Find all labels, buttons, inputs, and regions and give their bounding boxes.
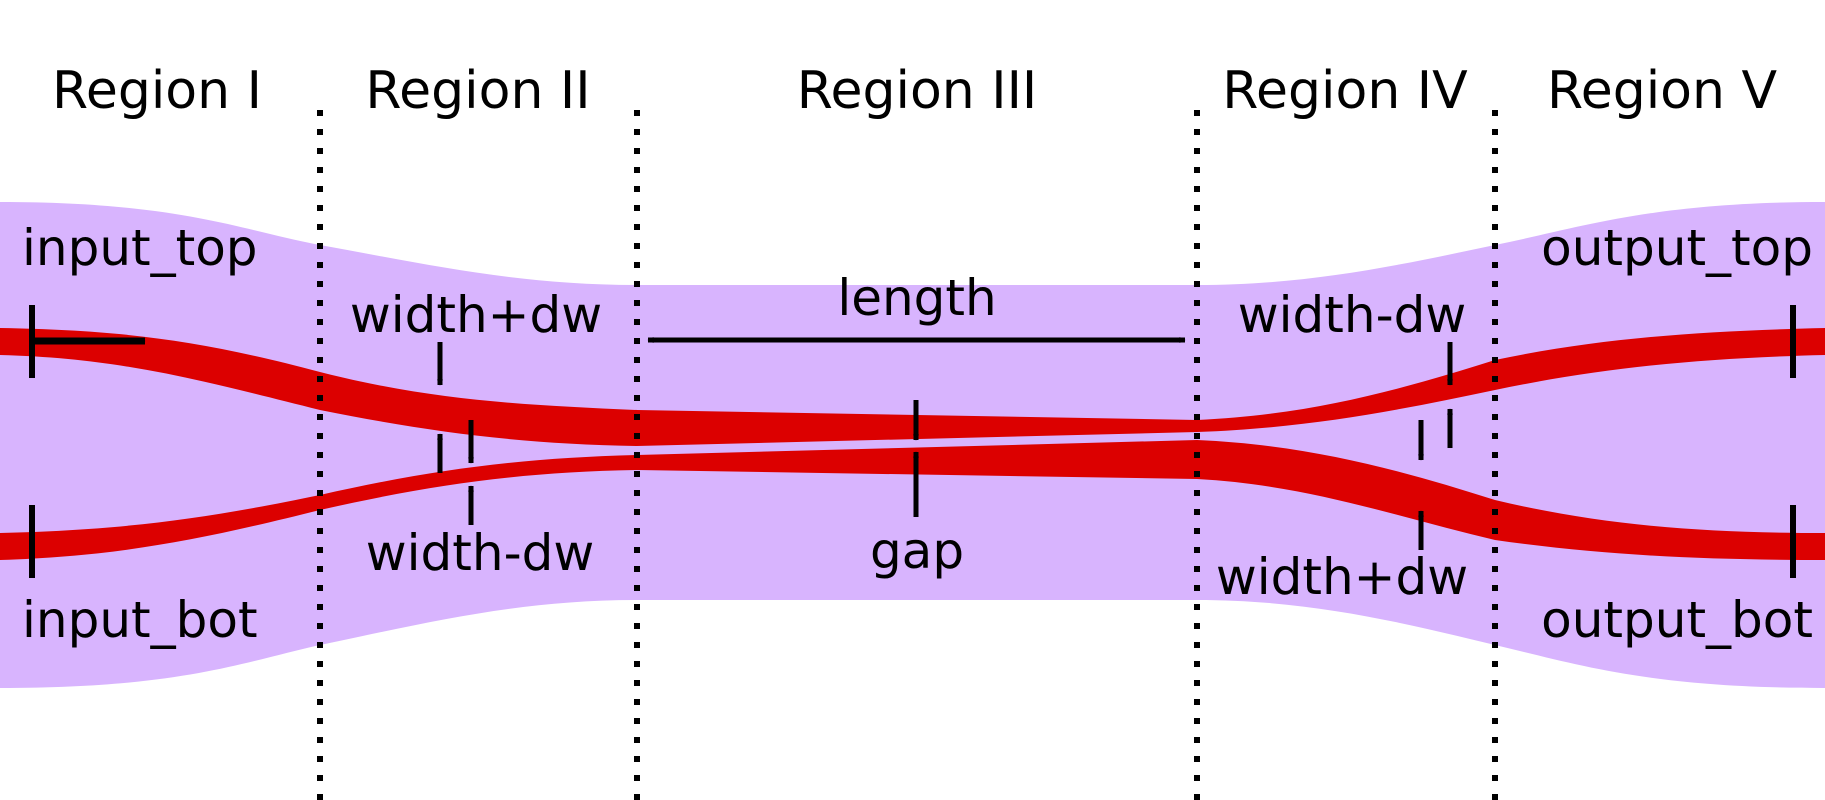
region-2-title: Region II: [365, 61, 590, 121]
gap-label: gap: [870, 522, 964, 580]
bottom-waveguide: [0, 440, 1825, 560]
input-top-label: input_top: [22, 219, 258, 277]
bot-left-width-label: width-dw: [366, 524, 595, 582]
top-left-width-label: width+dw: [350, 286, 602, 344]
output-top-label: output_top: [1541, 219, 1813, 277]
input-bot-label: input_bot: [22, 591, 258, 649]
region-5-title: Region V: [1547, 61, 1778, 121]
port-markers: [29, 305, 1796, 578]
output-bot-label: output_bot: [1541, 591, 1813, 649]
length-label: length: [837, 269, 996, 327]
region-4-title: Region IV: [1222, 61, 1468, 121]
region-1-title: Region I: [52, 61, 262, 121]
region-dividers: [317, 110, 1498, 800]
top-right-width-label: width-dw: [1238, 286, 1467, 344]
cladding-region: [0, 202, 1825, 688]
bot-right-width-label: width+dw: [1216, 548, 1468, 606]
region-3-title: Region III: [797, 61, 1038, 121]
top-waveguide: [0, 328, 1825, 446]
